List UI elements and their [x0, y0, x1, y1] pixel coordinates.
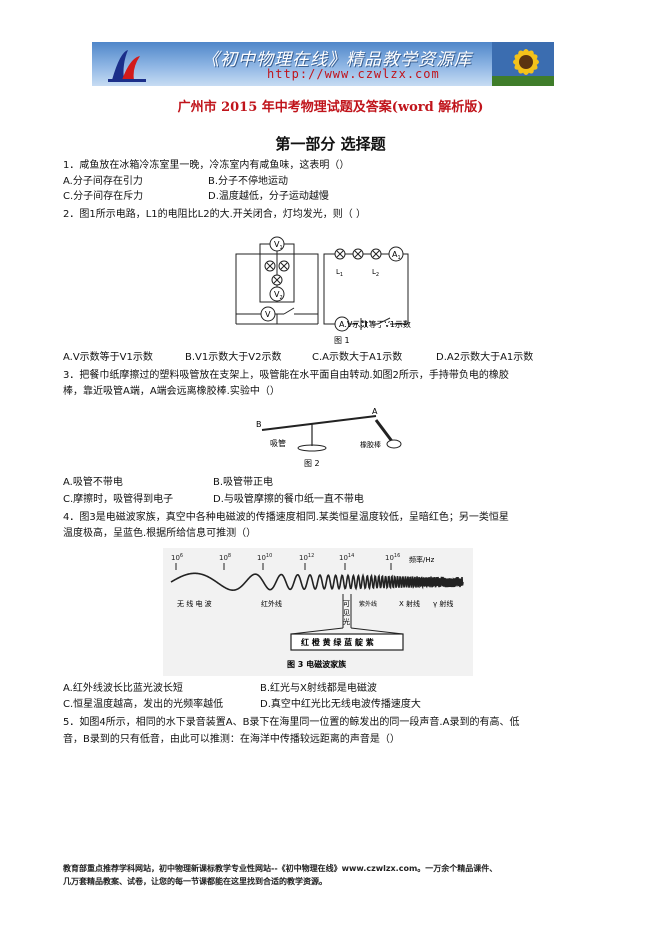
q2-option-a: A.V示数等于V1示数: [63, 352, 153, 363]
q1-option-d: D.温度越低，分子运动越慢: [208, 191, 329, 202]
svg-text:B: B: [256, 420, 262, 429]
header-banner: 《初中物理在线》精品教学资源库 http://www.czwlzx.com: [92, 42, 554, 86]
svg-text:L1: L1: [336, 268, 343, 278]
svg-text:见: 见: [343, 609, 350, 617]
q1-option-b: B.分子不停地运动: [208, 176, 289, 187]
q4-option-c: C.恒星温度越高，发出的光频率越低: [63, 699, 224, 710]
svg-text:A.V示数等于V1示数: A.V示数等于V1示数: [339, 319, 411, 329]
site-brand: 《初中物理在线》精品教学资源库: [202, 50, 472, 70]
q5-stem-line1: 5．如图4所示，相同的水下录音装置A、B录下在海里同一位置的鲸发出的同一段声音.…: [63, 717, 520, 728]
svg-text:V2: V2: [274, 290, 283, 301]
svg-text:吸管: 吸管: [270, 438, 286, 448]
svg-text:无 线 电 波: 无 线 电 波: [177, 599, 212, 608]
lamp-right-3-icon: [370, 248, 382, 260]
svg-text:106: 106: [171, 553, 183, 562]
q3-option-d: D.与吸管摩擦的餐巾纸一直不带电: [213, 494, 364, 505]
q1-option-c: C.分子间存在斥力: [63, 191, 144, 202]
lamp-right-2-icon: [352, 248, 364, 260]
q4-option-a: A.红外线波长比蓝光波长短: [63, 683, 183, 694]
switch-left-icon: [283, 307, 295, 315]
svg-text:频率/Hz: 频率/Hz: [409, 555, 435, 564]
svg-text:L2: L2: [372, 268, 379, 278]
svg-text:可: 可: [343, 600, 350, 608]
figure-1-caption: 图 1: [334, 336, 350, 345]
svg-text:γ 射线: γ 射线: [433, 599, 453, 608]
figure-2-straw: B A 吸管 橡胶棒 图 2: [256, 407, 402, 468]
lamp-l3-icon: [271, 274, 283, 286]
ammeter-a1-icon: A1: [388, 246, 404, 262]
svg-text:紫外线: 紫外线: [359, 600, 377, 608]
svg-text:A1: A1: [392, 250, 401, 261]
lamp-l1-icon: [264, 260, 276, 272]
q3-option-a: A.吸管不带电: [63, 477, 123, 488]
svg-text:红 橙 黄 绿 蓝 靛 紫: 红 橙 黄 绿 蓝 靛 紫: [301, 637, 374, 647]
q4-stem-line1: 4．图3是电磁波家族，真空中各种电磁波的传播速度相同.某类恒星温度较低，呈暗红色…: [63, 512, 509, 523]
svg-text:1010: 1010: [257, 553, 272, 562]
page-footer: 教育部重点推荐学科网站，初中物理新课标教学专业性网站--《初中物理在线》www.…: [63, 862, 623, 888]
voltmeter-v1-icon: V1: [269, 236, 285, 252]
frequency-ticks: 106 108 1010 1012 1014 1016: [171, 553, 400, 562]
svg-text:X 射线: X 射线: [399, 599, 420, 608]
rubber-rod-icon: [374, 419, 402, 449]
q3-option-c: C.摩擦时，吸管得到电子: [63, 494, 174, 505]
q1-option-a: A.分子间存在引力: [63, 176, 143, 187]
svg-text:1014: 1014: [339, 553, 354, 562]
visible-colors-box: [290, 633, 404, 651]
switch-right-icon: [377, 317, 391, 325]
q4-stem-line2: 温度极高，呈蓝色.根据所给信息可推测（）: [63, 528, 257, 539]
footer-line2: 几万套精品教案、试卷，让您的每一节课都能在这里找到合适的教学资源。: [63, 877, 327, 886]
ammeter-a-icon: A.V示数等于V1示数: [334, 316, 411, 332]
figure-3-em-spectrum: 106 108 1010 1012 1014 1016 频率/Hz 无 线 电 …: [163, 548, 473, 676]
q3-option-b: B.吸管带正电: [213, 477, 274, 488]
battery-icon: [358, 318, 370, 330]
q2-stem: 2．图1所示电路，L1的电阻比L2的大.开关闭合，灯均发光，则（ ）: [63, 209, 366, 220]
q5-stem-line2: 音，B录到的只有低音，由此可以推测：在海洋中传播较远距离的声音是（）: [63, 734, 400, 745]
document-title: 广州市 2015 年中考物理试题及答案(word 解析版): [177, 100, 484, 115]
svg-text:1012: 1012: [299, 553, 314, 562]
svg-text:红外线: 红外线: [261, 599, 282, 608]
q4-option-d: D.真空中红光比无线电波传播速度大: [260, 699, 421, 710]
site-logo-icon: [108, 50, 146, 82]
q2-option-c: C.A示数大于A1示数: [312, 352, 403, 363]
svg-text:A: A: [372, 407, 378, 416]
voltmeter-v2-icon: V2: [269, 286, 285, 302]
q2-option-b: B.V1示数大于V2示数: [185, 352, 282, 363]
straw-icon: [261, 415, 377, 431]
figure-1-circuit: V1 V2 V A1 L1 L2 A.V示: [235, 236, 411, 345]
q3-stem-line2: 棒，靠近吸管A端，A端会远离橡胶棒.实验中（）: [63, 386, 280, 397]
q2-option-d: D.A2示数大于A1示数: [436, 352, 534, 363]
em-wave: [170, 572, 464, 591]
svg-text:光: 光: [343, 617, 350, 626]
svg-text:1016: 1016: [385, 553, 400, 562]
svg-text:108: 108: [219, 553, 231, 562]
lamp-l2-icon: [278, 260, 290, 272]
svg-text:橡胶棒: 橡胶棒: [360, 440, 381, 449]
q3-stem-line1: 3．把餐巾纸摩擦过的塑料吸管放在支架上，吸管能在水平面自由转动.如图2所示，手持…: [63, 370, 509, 381]
section-title: 第一部分 选择题: [275, 135, 386, 153]
voltmeter-v-icon: V: [260, 306, 276, 322]
figure-3-caption: 图 3 电磁波家族: [287, 659, 347, 669]
site-url[interactable]: http://www.czwlzx.com: [267, 67, 440, 81]
sunflower-icon: [492, 42, 554, 86]
svg-text:V1: V1: [274, 240, 283, 251]
q4-option-b: B.红光与X射线都是电磁波: [260, 683, 377, 694]
svg-text:V: V: [265, 310, 271, 319]
footer-line1: 教育部重点推荐学科网站，初中物理新课标教学专业性网站--《初中物理在线》www.…: [63, 864, 498, 873]
figure-2-caption: 图 2: [304, 459, 320, 468]
lamp-right-1-icon: [334, 248, 346, 260]
q1-stem: 1．咸鱼放在冰箱冷冻室里一晚，冷冻室内有咸鱼味，这表明（）: [63, 160, 350, 171]
